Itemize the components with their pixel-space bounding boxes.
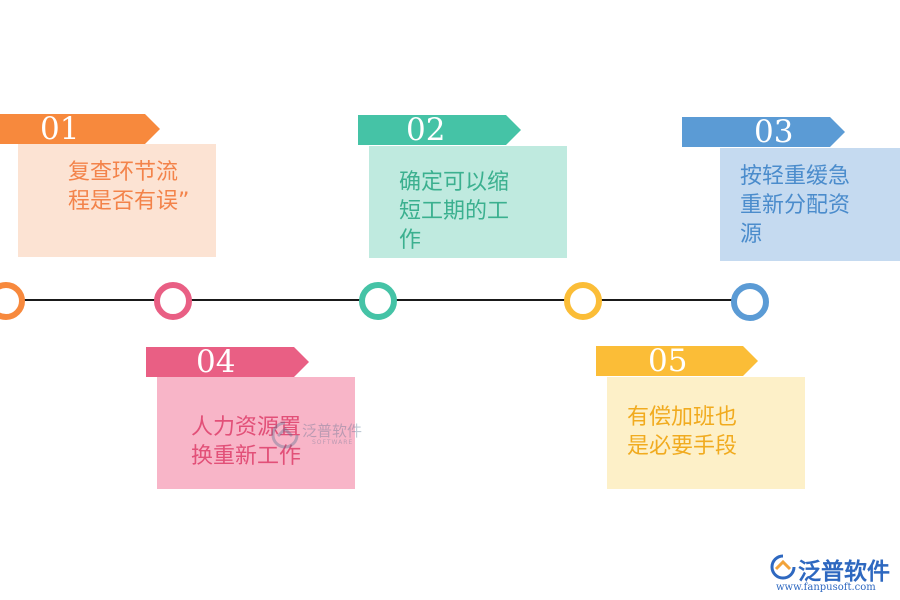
brand-logo: 泛普软件 www.fanpusoft.com bbox=[770, 552, 895, 597]
step-01-number: 01 bbox=[40, 111, 80, 147]
step-03-number: 03 bbox=[754, 114, 794, 150]
step-03-tag: 03 bbox=[682, 114, 845, 150]
step-03-card: 按轻重缓急重新分配资源 bbox=[720, 148, 900, 261]
logo-brand: 泛普软件 bbox=[798, 559, 890, 585]
timeline-node-02 bbox=[359, 282, 397, 320]
step-01-tag: 01 bbox=[0, 111, 160, 147]
step-02-tag: 02 bbox=[358, 112, 521, 148]
step-04-text: 人力资源置换重新工作 bbox=[191, 415, 302, 469]
step-01-card: 复查环节流程是否有误” bbox=[18, 144, 216, 257]
step-02-card: 确定可以缩短工期的工作 bbox=[369, 146, 567, 258]
step-04-card: 人力资源置换重新工作 bbox=[157, 377, 355, 489]
fanpu-watermark-icon bbox=[271, 421, 299, 449]
watermark: 泛普软件 SOFTWARE bbox=[268, 418, 368, 450]
timeline-node-05 bbox=[564, 282, 602, 320]
watermark-text: 泛普软件 bbox=[302, 422, 363, 440]
step-03-text: 按轻重缓急重新分配资源 bbox=[740, 164, 851, 247]
step-05-tag: 05 bbox=[596, 343, 758, 379]
step-05-card: 有偿加班也是必要手段 bbox=[607, 377, 805, 489]
step-01-text: 复查环节流程是否有误” bbox=[68, 160, 190, 214]
timeline-node-04 bbox=[154, 282, 192, 320]
step-04-tag: 04 bbox=[146, 344, 309, 380]
logo-url: www.fanpusoft.com bbox=[776, 582, 876, 593]
step-05-text: 有偿加班也是必要手段 bbox=[627, 405, 738, 459]
step-02-number: 02 bbox=[406, 112, 446, 148]
watermark-sub: SOFTWARE bbox=[312, 439, 354, 446]
step-02-text: 确定可以缩短工期的工作 bbox=[399, 170, 510, 253]
timeline-node-start bbox=[0, 282, 25, 320]
step-05-number: 05 bbox=[648, 343, 688, 379]
timeline-node-03 bbox=[731, 283, 769, 321]
fanpu-logo-icon bbox=[770, 554, 796, 580]
step-04-number: 04 bbox=[196, 344, 236, 380]
